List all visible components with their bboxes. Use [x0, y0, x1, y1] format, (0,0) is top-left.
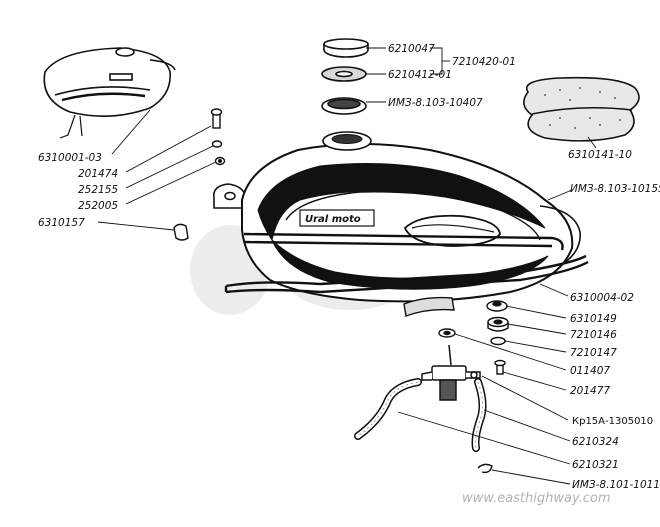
- mount-washer-small: [490, 336, 506, 346]
- rubber-cushion: [173, 223, 189, 241]
- website-watermark: www.easthighway.com: [462, 491, 611, 506]
- tank-badge: Ural moto: [299, 209, 375, 227]
- rubber-strip: [403, 296, 455, 317]
- fuel-tap: [421, 344, 481, 401]
- label-6310157: 6310157: [38, 217, 85, 229]
- label-6310004-02: 6310004-02: [570, 292, 634, 304]
- trim-rail: [224, 232, 589, 294]
- label-6310149: 6310149: [570, 313, 617, 325]
- label-6210412-01: 6210412-01: [388, 69, 452, 81]
- label-252155: 252155: [78, 184, 118, 196]
- mount-bushing: [487, 316, 509, 332]
- label-7210420-01: 7210420-01: [452, 56, 516, 68]
- tap-gasket: [438, 328, 456, 338]
- filler-neck-ring: [321, 97, 367, 115]
- hose-clip: [477, 463, 493, 474]
- tank-thumbnail: [43, 47, 176, 139]
- knee-pad: [523, 76, 640, 142]
- tank-badge-text: Ural moto: [305, 214, 361, 225]
- label-kr15a: Кр15А-1305010: [572, 416, 653, 427]
- label-6210047: 6210047: [388, 43, 435, 55]
- mount-screw: [494, 359, 506, 375]
- leader-lines: [97, 47, 597, 485]
- mount-washer-large: [486, 300, 508, 312]
- fuel-hose-right: [471, 378, 487, 452]
- label-011407: 011407: [570, 365, 610, 377]
- mounting-bolt: [210, 108, 223, 129]
- label-imz-10118: ИМЗ-8.101-10118: [572, 479, 660, 491]
- label-imz-10155: ИМЗ-8.103-10155: [570, 183, 660, 195]
- washer-upper: [211, 140, 223, 148]
- label-201474: 201474: [78, 168, 118, 180]
- label-imz-10407: ИМЗ-8.103-10407: [388, 97, 483, 109]
- label-6310001-03: 6310001-03: [38, 152, 102, 164]
- label-252005: 252005: [78, 200, 118, 212]
- part-labels: 6210047 6210412-01 7210420-01 ИМЗ-8.103-…: [38, 43, 660, 491]
- washer-lower: [214, 156, 226, 166]
- label-7210146: 7210146: [570, 329, 617, 341]
- label-201477: 201477: [570, 385, 610, 397]
- label-6210321: 6210321: [572, 459, 619, 471]
- fuel-tank-body: [212, 131, 581, 303]
- filler-cap: [323, 38, 369, 58]
- label-6310141-10: 6310141-10: [568, 149, 632, 161]
- label-7210147: 7210147: [570, 347, 617, 359]
- fuel-hose-left: [354, 378, 422, 440]
- label-6210324: 6210324: [572, 436, 619, 448]
- cap-gasket: [321, 66, 367, 82]
